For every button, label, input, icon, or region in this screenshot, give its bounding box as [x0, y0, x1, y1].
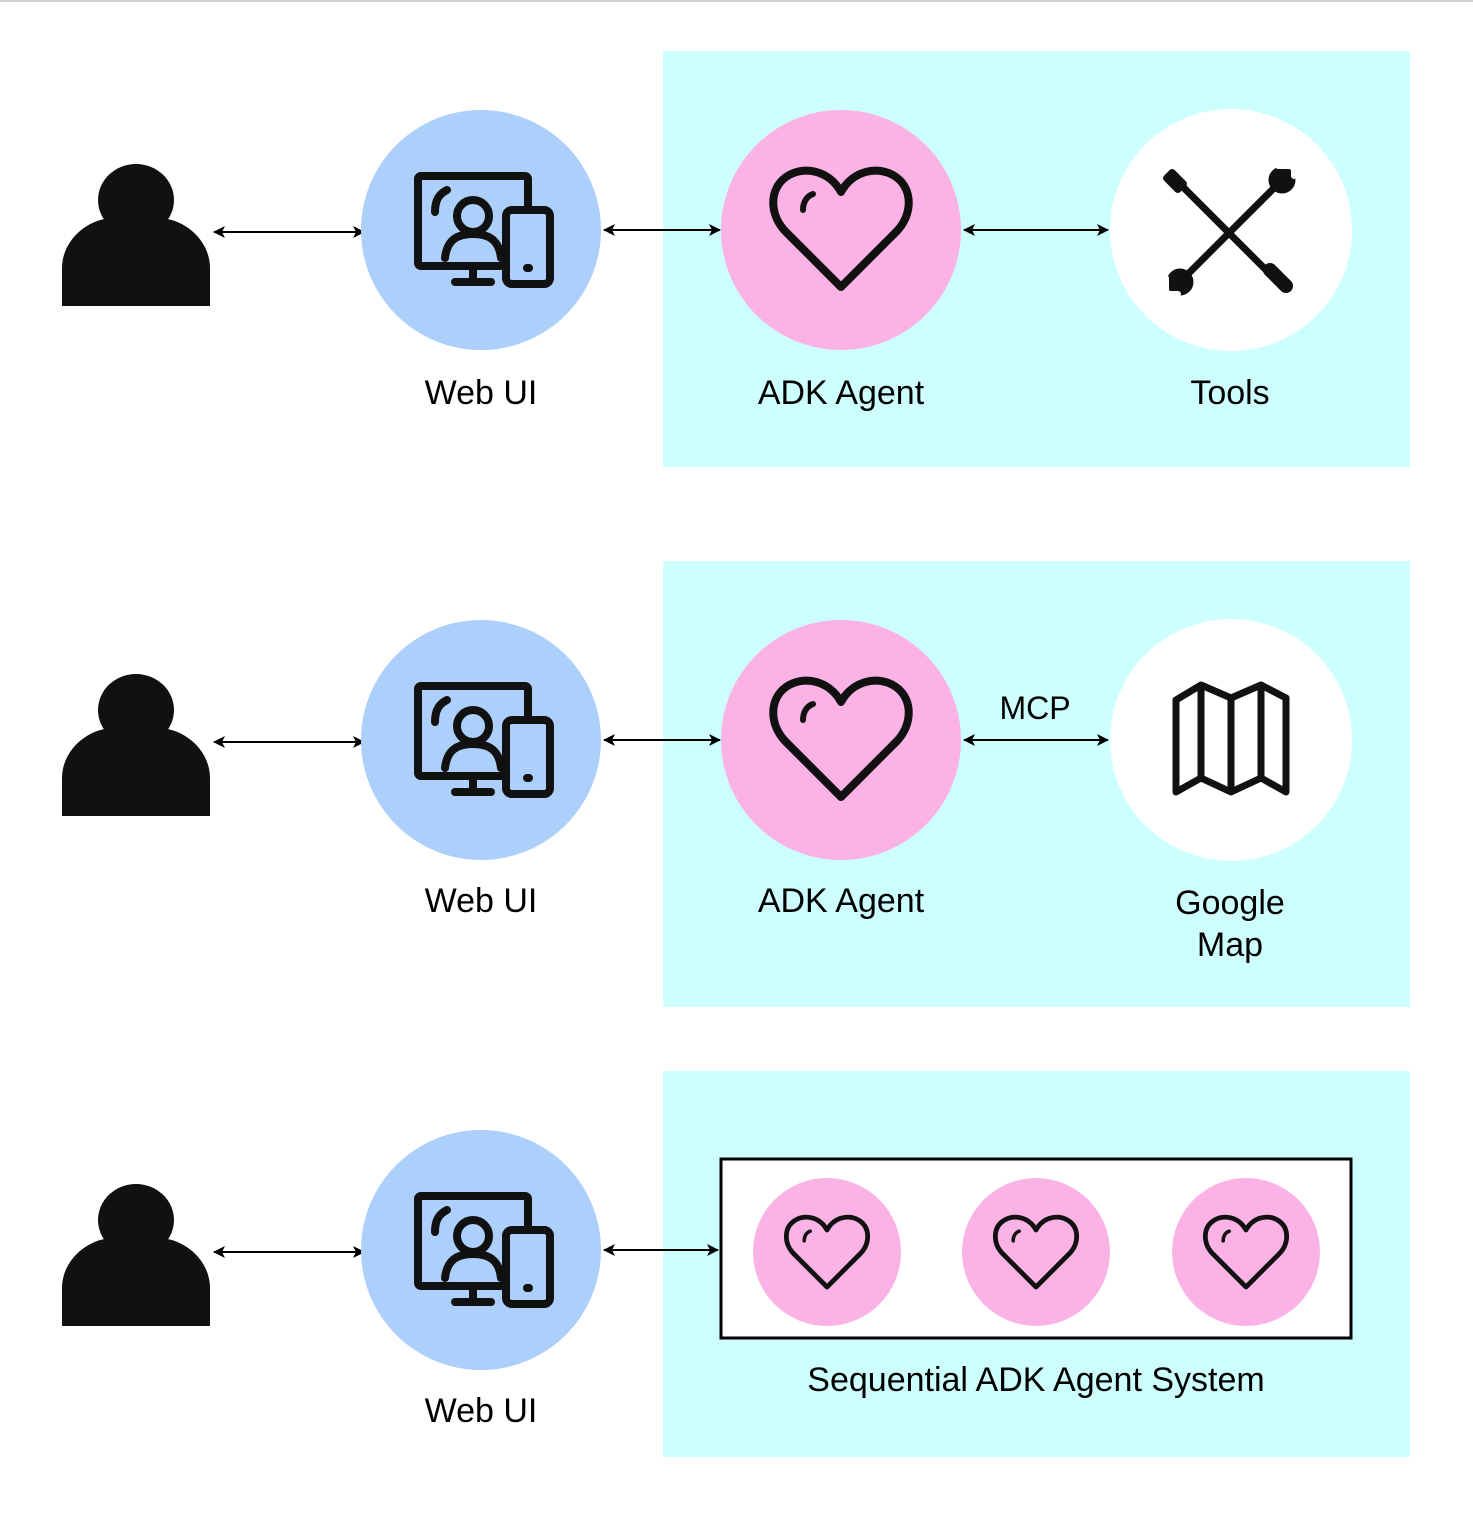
row-1-tools: Web UI ADK Agent Tools [62, 51, 1410, 467]
webui-label: Web UI [425, 374, 538, 412]
map-label-line-1: Google [1175, 884, 1285, 922]
map-label-line-2: Map [1197, 926, 1263, 964]
webui-label: Web UI [425, 1392, 538, 1430]
row-3-sequential: Web UI Sequential ADK Agent System [62, 1071, 1410, 1457]
agent-circle [721, 110, 961, 350]
agent-label: ADK Agent [758, 882, 925, 920]
agent-circle [721, 620, 961, 860]
webui-label: Web UI [425, 882, 538, 920]
agent-circle-2 [962, 1178, 1110, 1326]
tools-label: Tools [1190, 374, 1269, 412]
row-2-mcp: Web UI ADK Agent MCP Google Map [62, 561, 1410, 1007]
mcp-label: MCP [999, 690, 1070, 726]
agent-circle-1 [753, 1178, 901, 1326]
user-icon [62, 674, 210, 816]
agent-circle-3 [1172, 1178, 1320, 1326]
sequential-system-label: Sequential ADK Agent System [807, 1361, 1264, 1399]
agent-label: ADK Agent [758, 374, 925, 412]
user-icon [62, 164, 210, 306]
user-icon [62, 1184, 210, 1326]
